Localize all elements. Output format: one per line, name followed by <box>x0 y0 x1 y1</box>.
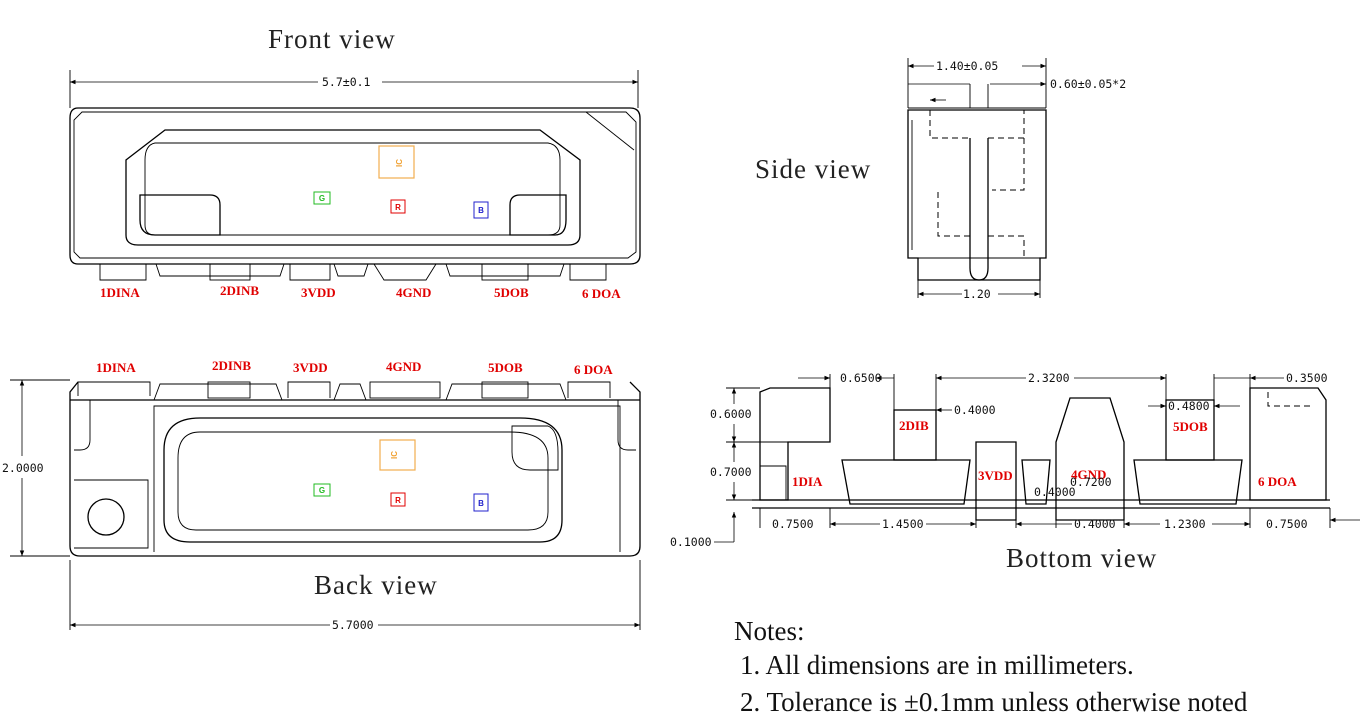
bottom-pin-1: 1DIA <box>792 474 823 489</box>
bottom-dim-0750b: 0.7500 <box>1266 517 1308 531</box>
bottom-dim-0400a: 0.4000 <box>954 403 996 417</box>
back-view-title: Back view <box>314 570 438 600</box>
note-item-1: 1. All dimensions are in millimeters. <box>740 650 1134 680</box>
back-view: 1DINA 2DINB 3VDD 4GND 5DOB 6 DOA IC G <box>2 358 641 632</box>
front-view: Front view 5.7±0.1 IC G R B <box>69 24 641 301</box>
side-right-dim: 0.60±0.05*2 <box>1050 77 1126 91</box>
front-pin-6: 6 DOA <box>582 286 621 301</box>
blue-led-label: B <box>478 206 484 215</box>
back-pin-5: 5DOB <box>488 360 523 375</box>
bottom-dim-1450: 1.4500 <box>882 517 924 531</box>
side-view-title: Side view <box>755 154 871 184</box>
notes-title: Notes: <box>734 616 805 646</box>
bottom-dim-0750a: 0.7500 <box>772 517 814 531</box>
ic-marker-label: IC <box>395 159 404 167</box>
bottom-pin-4: 4GND <box>1071 467 1106 482</box>
bottom-pin-2: 2DIB <box>899 418 929 433</box>
front-pin-2: 2DINB <box>220 283 259 298</box>
bottom-dim-0600: 0.6000 <box>710 407 752 421</box>
bottom-view: 1DIA 2DIB 3VDD 4GND 5DOB 6 DOA 0.6500 2.… <box>670 371 1360 573</box>
bottom-dim-0400b: 0.4000 <box>1034 485 1076 499</box>
notes-block: Notes: 1. All dimensions are in millimet… <box>734 616 1247 721</box>
green-led-label: G <box>319 194 325 203</box>
front-pin-4: 4GND <box>396 285 431 300</box>
bottom-pin-5: 5DOB <box>1173 419 1208 434</box>
note-item-2: 2. Tolerance is ±0.1mm unless otherwise … <box>740 687 1248 717</box>
side-top-dim: 1.40±0.05 <box>936 59 998 73</box>
front-pin-5: 5DOB <box>494 285 529 300</box>
bottom-dim-0100: 0.1000 <box>670 535 712 549</box>
back-pin-6: 6 DOA <box>574 362 613 377</box>
bottom-dim-0650: 0.6500 <box>840 371 882 385</box>
front-pin-1: 1DINA <box>100 285 140 300</box>
bottom-pin-3: 3VDD <box>978 468 1013 483</box>
bottom-dim-1230: 1.2300 <box>1164 517 1206 531</box>
back-pin-4: 4GND <box>386 359 421 374</box>
front-view-title: Front view <box>268 24 396 54</box>
back-pin-2: 2DINB <box>212 358 251 373</box>
back-green-led-label: G <box>319 486 325 495</box>
back-blue-led-label: B <box>478 499 484 508</box>
back-red-led-label: R <box>395 496 401 505</box>
side-view: Side view 1.40±0.05 0.60±0.05*2 1.20 <box>755 58 1126 301</box>
bottom-dim-2320: 2.3200 <box>1028 371 1070 385</box>
bottom-dim-0400c: 0.4000 <box>1074 517 1116 531</box>
back-ic-marker-label: IC <box>390 451 399 459</box>
back-pin-1: 1DINA <box>96 360 136 375</box>
bottom-dim-0720: 0.7200 <box>1070 475 1112 489</box>
front-pin-3: 3VDD <box>301 285 336 300</box>
back-pin-3: 3VDD <box>293 360 328 375</box>
back-height-dim: 2.0000 <box>2 461 44 475</box>
bottom-view-title: Bottom view <box>1006 543 1157 573</box>
bottom-dim-0480: 0.4800 <box>1168 399 1210 413</box>
front-width-dim: 5.7±0.1 <box>322 75 371 89</box>
bottom-pin-6: 6 DOA <box>1258 474 1297 489</box>
bottom-dim-0700: 0.7000 <box>710 465 752 479</box>
bottom-dim-0350: 0.3500 <box>1286 371 1328 385</box>
side-bottom-dim: 1.20 <box>963 287 991 301</box>
red-led-label: R <box>395 203 401 212</box>
back-width-dim: 5.7000 <box>332 618 374 632</box>
